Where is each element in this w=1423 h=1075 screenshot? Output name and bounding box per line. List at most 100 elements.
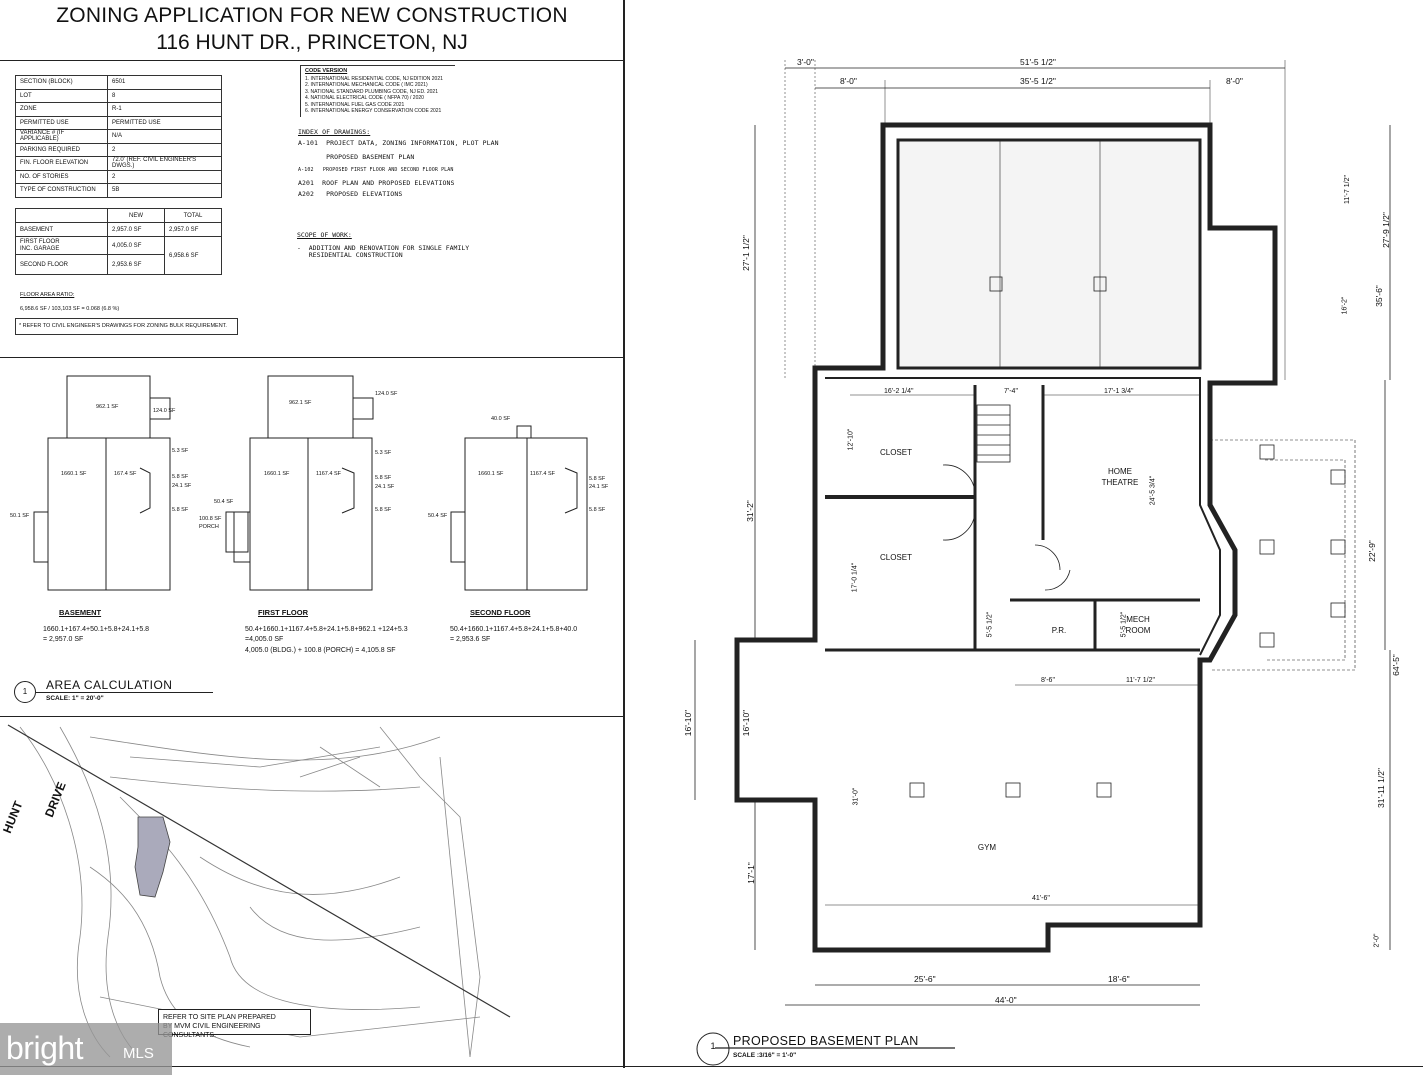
dim-gym-width: 41'-6"	[1032, 895, 1050, 902]
room-home-theatre: HOME THEATRE	[1097, 466, 1143, 488]
index-item: PROPOSED BASEMENT PLAN	[298, 152, 415, 161]
project-data-row: SECTION (BLOCK)6501	[15, 75, 222, 90]
eq-basement: 1660.1+167.4+50.1+5.8+24.1+5.8 = 2,957.0…	[43, 625, 149, 644]
mini-label: 24.1 SF	[589, 484, 609, 490]
dim-right: 2'-0"	[1373, 933, 1381, 948]
room-label-line: ROOM	[1125, 626, 1151, 635]
project-data-value: 8	[107, 88, 222, 103]
index-of-drawings: INDEX OF DRAWINGS: A-101 PROJECT DATA, Z…	[298, 127, 499, 200]
far-label: FLOOR AREA RATIO:	[20, 292, 75, 298]
eq-line: = 2,957.0 SF	[43, 635, 84, 643]
mini-label: 100.8 SF	[199, 516, 222, 522]
area-second-new: 2,953.6 SF	[107, 254, 165, 275]
mini-label: PORCH	[199, 524, 219, 530]
project-data-value: PERMITTED USE	[107, 115, 222, 130]
dim-inner-vertical: 12'-10"	[847, 428, 855, 451]
mini-label: 5.3 SF	[375, 450, 392, 456]
area-table-corner	[15, 208, 108, 223]
area-first-new: 4,005.0 SF	[107, 236, 165, 255]
floor-plan-number: 1	[710, 1041, 716, 1051]
room-closet-1: CLOSET	[879, 448, 912, 457]
dim-left: 17'-1"	[745, 862, 756, 884]
code-version-heading: CODE VERSION	[305, 68, 348, 74]
caption-second-floor: SECOND FLOOR	[470, 608, 531, 617]
dim-right: 35'-6"	[1373, 285, 1384, 307]
room-label-line: MECH	[1126, 615, 1150, 624]
index-item: A-102 PROPOSED FIRST FLOOR AND SECOND FL…	[298, 167, 454, 173]
mini-label: 1660.1 SF	[478, 471, 504, 477]
project-data-key: ZONE	[15, 102, 108, 117]
dim-inner-vertical: 17'-0 1/4"	[851, 562, 859, 593]
mini-label: 50.4 SF	[214, 499, 234, 505]
site-plan-drawing	[7, 724, 511, 1058]
mini-label: 5.3 SF	[172, 448, 189, 454]
dim-bottom: 25'-6"	[914, 974, 936, 984]
mini-label: 5.8 SF	[589, 476, 606, 482]
scope-line: RESIDENTIAL CONSTRUCTION	[297, 251, 403, 259]
index-item: A-101 PROJECT DATA, ZONING INFORMATION, …	[298, 139, 499, 147]
dim-left: 16'-10"	[741, 709, 752, 737]
mls-logo-text: MLS	[123, 1045, 154, 1062]
dim-top: 3'-0"	[797, 57, 814, 67]
dim-inner: 8'-6"	[1041, 677, 1055, 684]
mini-label: 50.4 SF	[428, 513, 448, 519]
divider-top	[0, 60, 624, 61]
project-data-value: 72.0' (REF. CIVIL ENGINEER'S DWGS.)	[107, 156, 222, 171]
project-data-value: 2	[107, 169, 222, 184]
far-calc: 6,958.6 SF / 103,103 SF = 0.068 (6.8 %)	[20, 306, 120, 312]
eq-line: 4,005.0 (BLDG.) + 100.8 (PORCH) = 4,105.…	[245, 647, 396, 654]
bottom-border	[0, 1066, 1423, 1067]
project-data-key: SECTION (BLOCK)	[15, 75, 108, 90]
floor-plan-title: PROPOSED BASEMENT PLAN	[733, 1034, 919, 1048]
dim-inner-vertical: 5'-5 1/2"	[1120, 611, 1128, 638]
project-data-key: PARKING REQUIRED	[15, 142, 108, 157]
basement-floor-plan	[694, 60, 1391, 1066]
area-calc-number: 1	[14, 681, 36, 703]
room-label-line: THEATRE	[1101, 478, 1139, 487]
code-item: 3. NATIONAL STANDARD PLUMBING CODE, NJ E…	[305, 88, 438, 95]
area-upper-total: 6,958.6 SF	[164, 236, 222, 275]
floor-plan-scale: SCALE :3/16" = 1'-0"	[733, 1052, 797, 1059]
mini-label: 167.4 SF	[114, 471, 137, 477]
project-data-key: PERMITTED USE	[15, 115, 108, 130]
dim-inner-vertical: 5'-5 1/2"	[986, 611, 994, 638]
dim-inner-vertical: 24'-5 3/4"	[1149, 475, 1157, 506]
dim-left: 16'-10"	[683, 709, 694, 737]
area-row-second: SECOND FLOOR	[15, 254, 108, 275]
dim-right: 16'-2"	[1341, 296, 1349, 315]
far-note: * REFER TO CIVIL ENGINEER'S DRAWINGS FOR…	[15, 318, 238, 335]
room-closet-2: CLOSET	[879, 553, 912, 562]
project-data-key: FIN. FLOOR ELEVATION	[15, 156, 108, 171]
scope-heading: SCOPE OF WORK:	[297, 231, 352, 239]
garage-label: INC. GARAGE	[20, 245, 60, 252]
mini-label: 1660.1 SF	[264, 471, 290, 477]
dim-right: 22'-9"	[1366, 540, 1377, 562]
title-line-2: 116 HUNT DR., PRINCETON, NJ	[156, 31, 468, 54]
mini-label: 5.8 SF	[589, 507, 606, 513]
code-version-box: CODE VERSION 1. INTERNATIONAL RESIDENTIA…	[300, 65, 455, 117]
dim-top: 51'-5 1/2"	[1020, 57, 1056, 67]
project-data-key: VARIANCE # (IF APPLICABLE)	[15, 129, 108, 144]
mini-label: 124.0 SF	[153, 408, 176, 414]
code-item: 5. INTERNATIONAL FUEL GAS CODE 2021	[305, 101, 405, 108]
dim-top: 35'-5 1/2"	[1020, 76, 1056, 86]
mini-label: 5.8 SF	[172, 507, 189, 513]
site-note-line: BY MVM CIVIL ENGINEERING CONSULTANTS.	[163, 1023, 261, 1039]
caption-basement: BASEMENT	[59, 608, 102, 617]
project-data-row: VARIANCE # (IF APPLICABLE)N/A	[15, 129, 222, 144]
room-label-line: HOME	[1108, 467, 1132, 476]
dim-inner: 17'-1 3/4"	[1104, 388, 1134, 395]
dim-inner: 11'-7 1/2"	[1126, 677, 1155, 684]
area-row-basement: BASEMENT	[15, 222, 108, 237]
area-col-total: TOTAL	[164, 208, 222, 223]
dim-bottom: 44'-0"	[995, 995, 1017, 1005]
mini-label: 1167.4 SF	[530, 471, 555, 477]
dim-right: 27'-9 1/2"	[1380, 212, 1391, 248]
mini-label: 962.1 SF	[289, 400, 312, 406]
